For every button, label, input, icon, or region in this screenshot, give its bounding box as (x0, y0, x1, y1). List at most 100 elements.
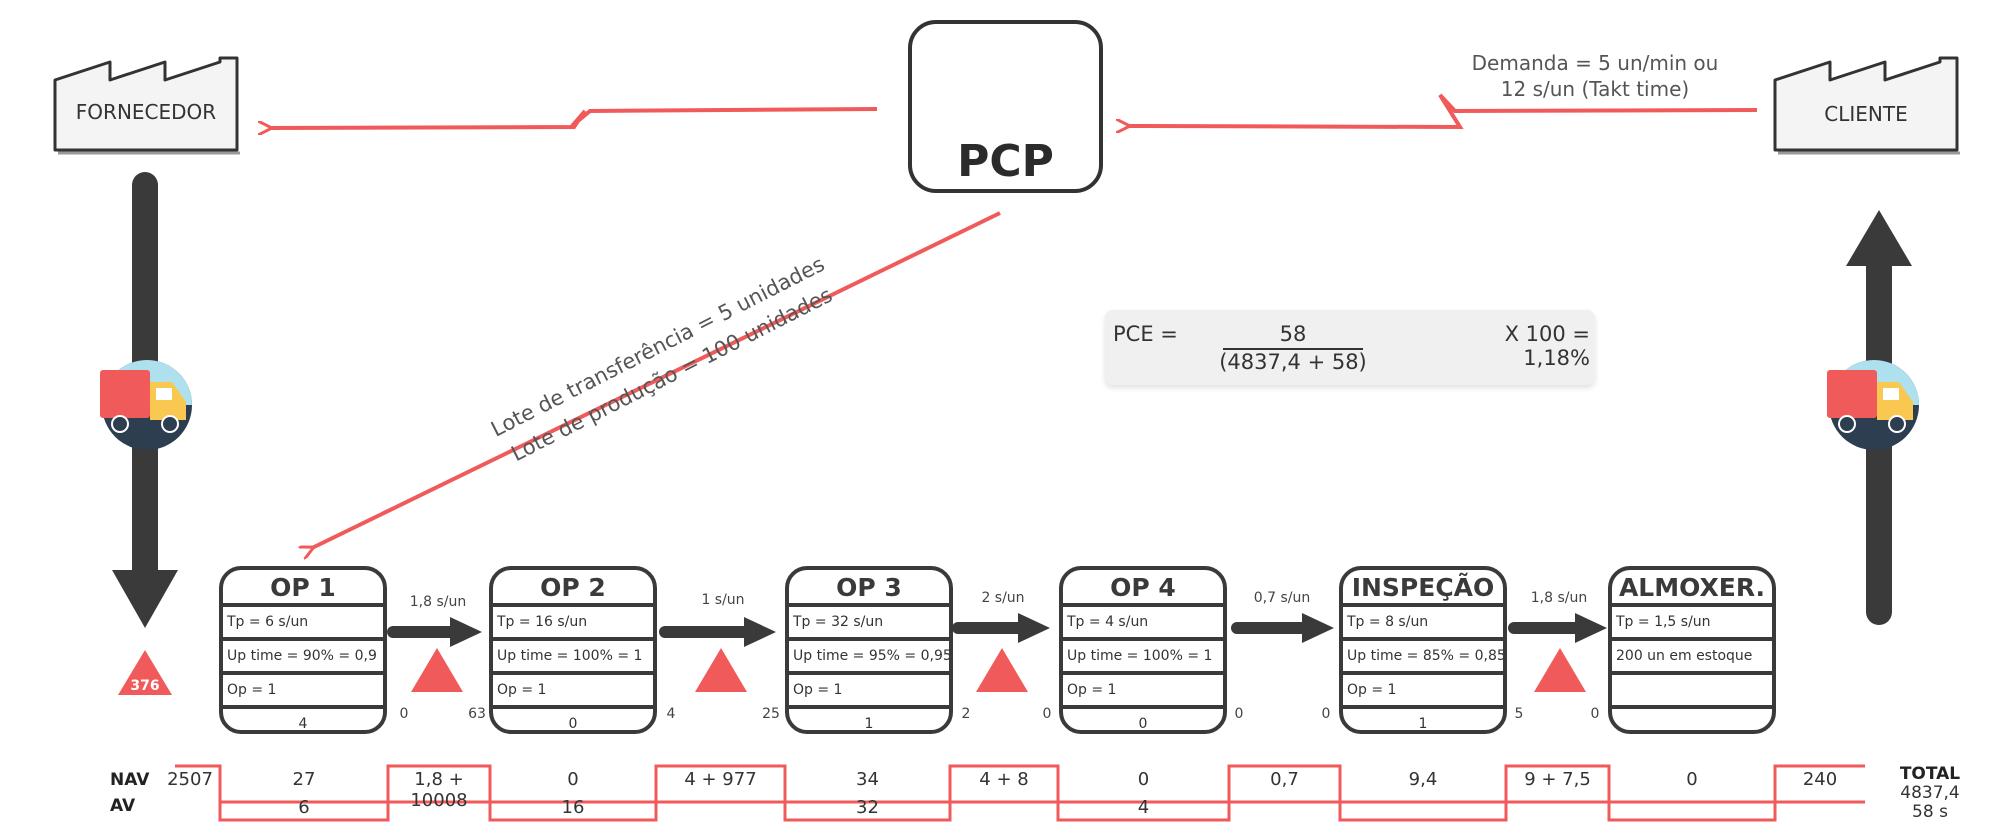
flow-rate: 1 s/un (701, 592, 745, 608)
info-flow-pcp-to-op1 (312, 211, 1001, 548)
process-bottom (1612, 709, 1772, 730)
supplier-truck-icon (100, 360, 192, 450)
supplier-label: FORNECEDOR (75, 100, 217, 124)
process-operators: Op = 1 (1063, 675, 1223, 709)
pce-formula: PCE = 58 (4837,4 + 58) X 100 = 1,18% (1105, 310, 1595, 385)
total-nav: 4837,4 (1900, 783, 1960, 803)
process-tp: Tp = 8 s/un (1343, 607, 1503, 641)
process-operators: Op = 1 (1343, 675, 1503, 709)
process-uptime: Up time = 85% = 0,85 (1343, 641, 1503, 675)
process-uptime: Up time = 100% = 1 (1063, 641, 1223, 675)
process-title: OP 1 (223, 570, 383, 607)
process-title: OP 2 (493, 570, 653, 607)
flow-rate: 2 s/un (981, 590, 1025, 606)
nav-value: 0 (1137, 769, 1150, 790)
process-bottom: 0 (1138, 716, 1148, 732)
pce-denominator: (4837,4 + 58) (1219, 350, 1367, 374)
demand-line-1: Demanda = 5 un/min ou (1471, 51, 1719, 75)
pce-fraction-bar (1223, 348, 1363, 350)
nav-value: 27 (292, 769, 316, 790)
process-op1: OP 1 Tp = 6 s/un Up time = 90% = 0,9 Op … (219, 566, 387, 734)
process-bottom: 0 (568, 716, 578, 732)
push-arrow (659, 617, 776, 647)
process-tp: Tp = 4 s/un (1063, 607, 1223, 641)
supplier-inventory-triangle: 376 (118, 650, 172, 695)
demand-text: Demanda = 5 un/min ou 12 s/un (Takt time… (1440, 50, 1750, 102)
process-inspection: INSPEÇÃO Tp = 8 s/un Up time = 85% = 0,8… (1339, 566, 1507, 734)
av-value: 4 (1137, 797, 1150, 818)
process-op2: OP 2 Tp = 16 s/un Up time = 100% = 1 Op … (489, 566, 657, 734)
inventory-triangle (1534, 648, 1586, 692)
process-tp: Tp = 6 s/un (223, 607, 383, 641)
queue-right: 0 (1042, 706, 1052, 722)
supplier-factory-icon (53, 56, 240, 155)
process-bottom: 1 (864, 716, 874, 732)
nav-value: 34 (856, 769, 879, 790)
process-uptime: Up time = 90% = 0,9 (223, 641, 383, 675)
queue-right: 25 (762, 706, 780, 722)
pcp-box: PCP (908, 20, 1103, 193)
process-warehouse: ALMOXER. Tp = 1,5 s/un 200 un em estoque (1608, 566, 1776, 734)
av-value: 6 (298, 797, 310, 818)
nav-label: NAV (110, 770, 150, 790)
flow-rate: 1,8 s/un (409, 594, 467, 610)
queue-left: 0 (399, 706, 409, 722)
process-bottom: 4 (298, 716, 308, 732)
process-empty-row (1612, 675, 1772, 709)
process-op3: OP 3 Tp = 32 s/un Up time = 95% = 0,95 O… (785, 566, 953, 734)
nav-value: 1,8 + 10008 (410, 769, 468, 811)
process-op4: OP 4 Tp = 4 s/un Up time = 100% = 1 Op =… (1059, 566, 1227, 734)
queue-right: 63 (468, 706, 486, 722)
process-title: OP 4 (1063, 570, 1223, 607)
push-arrow (387, 617, 482, 647)
process-operators: Op = 1 (493, 675, 653, 709)
nav-value: 240 (1802, 769, 1838, 790)
av-label: AV (110, 796, 136, 816)
pce-label: PCE = (1113, 322, 1178, 346)
queue-left: 0 (1234, 706, 1244, 722)
supplier-inventory-value: 376 (130, 678, 159, 694)
total-av: 58 s (1912, 802, 1948, 822)
flow-rate: 0,7 s/un (1253, 590, 1311, 606)
timeline-total: TOTAL 4837,4 58 s (1885, 765, 1975, 822)
pce-result: X 100 = 1,18% (1504, 322, 1590, 370)
timeline-ladder (175, 764, 1865, 822)
total-label: TOTAL (1899, 764, 1961, 784)
customer-truck-icon (1827, 360, 1919, 450)
process-title: ALMOXER. (1612, 570, 1772, 607)
av-value: 32 (856, 797, 879, 818)
process-operators: Op = 1 (223, 675, 383, 709)
push-arrow (1231, 613, 1334, 643)
customer-factory-icon (1773, 56, 1960, 155)
nav-value: 2507 (167, 769, 213, 790)
process-tp: Tp = 32 s/un (789, 607, 949, 641)
queue-right: 0 (1590, 706, 1600, 722)
demand-line-2: 12 s/un (Takt time) (1500, 77, 1690, 101)
inventory-triangle (695, 648, 747, 692)
flow-rate: 1,8 s/un (1530, 590, 1588, 606)
pcp-label: PCP (957, 136, 1054, 187)
process-uptime: Up time = 95% = 0,95 (789, 641, 949, 675)
process-tp: Tp = 16 s/un (493, 607, 653, 641)
process-bottom: 1 (1418, 716, 1428, 732)
push-arrow (1508, 613, 1607, 643)
nav-value: 0,7 (1270, 769, 1299, 790)
customer-label: CLIENTE (1824, 102, 1908, 126)
nav-value: 4 + 8 (979, 769, 1029, 790)
process-title: OP 3 (789, 570, 949, 607)
process-stock: 200 un em estoque (1612, 641, 1772, 675)
process-operators: Op = 1 (789, 675, 949, 709)
nav-value: 0 (567, 769, 579, 790)
inventory-triangle (976, 648, 1028, 692)
push-arrow (952, 613, 1050, 643)
queue-left: 5 (1514, 706, 1524, 722)
nav-value: 9 + 7,5 (1524, 769, 1591, 790)
info-flow-pcp-to-supplier (270, 107, 878, 128)
process-uptime: Up time = 100% = 1 (493, 641, 653, 675)
queue-left: 2 (961, 706, 971, 722)
nav-value: 0 (1686, 769, 1698, 790)
process-tp: Tp = 1,5 s/un (1612, 607, 1772, 641)
pce-numerator: 58 (1279, 322, 1307, 346)
queue-right: 0 (1321, 706, 1331, 722)
info-flow-customer-to-pcp (1128, 93, 1758, 127)
